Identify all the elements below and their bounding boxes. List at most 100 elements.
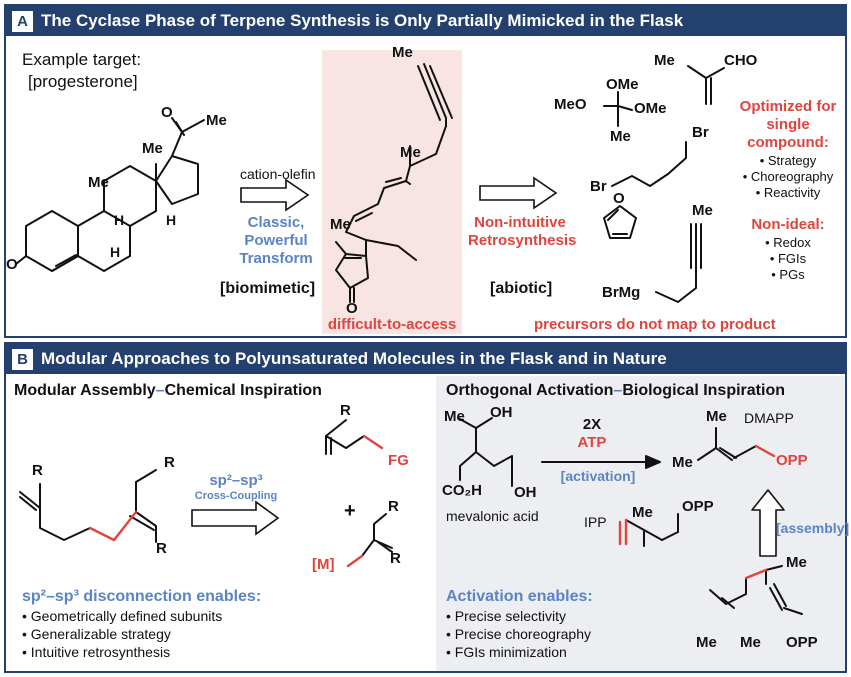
optimized-item-strategy: • Strategy [759, 153, 817, 168]
atom-me-ring: Me [330, 216, 351, 233]
atom-me-ipp: Me [632, 504, 653, 521]
atom-r-vinyl: R [340, 402, 351, 419]
nonideal-title: Non-ideal: [751, 216, 825, 233]
atom-me-acetyl: Me [206, 112, 227, 129]
atom-ome-top: OMe [606, 76, 639, 93]
disconnection-item-3: • Intuitive retrosynthesis [22, 644, 171, 660]
atom-metal: [M] [312, 556, 335, 573]
panel-a-badge: A [12, 10, 33, 32]
plus-sign: + [344, 500, 356, 522]
biological-section-background [436, 376, 845, 671]
atom-r-substrate-top: R [164, 454, 175, 471]
atom-cho: CHO [724, 52, 758, 69]
atom-h-c14: H [166, 212, 177, 228]
biomimetic-tag: [biomimetic] [220, 280, 316, 297]
atom-co2h: CO₂H [442, 482, 482, 499]
atom-me-alkyne-fragment: Me [692, 202, 713, 219]
ipp-label: IPP [584, 514, 607, 530]
atom-h-c9: H [110, 244, 121, 260]
optimized-line-1: Optimized for [739, 98, 837, 115]
activation-item-3: • FGIs minimization [446, 644, 567, 660]
difficult-to-access-label: difficult-to-access [327, 316, 457, 333]
activation-item-1: • Precise selectivity [446, 608, 567, 624]
activation-tag: [activation] [560, 468, 636, 484]
atom-opp-dmapp: OPP [776, 452, 808, 469]
transform-label: Transform [239, 250, 313, 267]
atom-oh-primary: OH [514, 484, 537, 501]
panel-b-title: Modular Approaches to Polyunsaturated Mo… [41, 349, 667, 368]
atom-me-dmapp-left: Me [672, 454, 693, 471]
activation-item-2: • Precise choreography [446, 626, 591, 642]
atom-opp-gpp: OPP [786, 634, 818, 651]
atom-me-c13: Me [142, 140, 163, 157]
activation-enables-title: Activation enables: [446, 588, 593, 605]
coupling-structures [19, 419, 393, 568]
atom-o-progesterone-left: O [6, 256, 18, 273]
optimized-item-choreography: • Choreography [742, 169, 834, 184]
mevalonic-acid-label: mevalonic acid [446, 508, 539, 524]
atom-me-orthoester: Me [610, 128, 631, 145]
atom-me-methacrolein: Me [654, 52, 675, 69]
powerful-label: Powerful [244, 232, 308, 249]
nonideal-item-pgs: • PGs [771, 267, 805, 282]
modular-assembly-heading: Modular Assembly–Chemical Inspiration [14, 382, 322, 399]
nonideal-item-fgis: • FGIs [769, 251, 807, 266]
progesterone-structure [15, 117, 205, 272]
orthogonal-activation-heading: Orthogonal Activation–Biological Inspira… [446, 382, 785, 399]
panel-a-header: A The Cyclase Phase of Terpene Synthesis… [6, 6, 845, 36]
cation-olefin-label: cation-olefin [240, 166, 316, 182]
retrosynthesis-label: Retrosynthesis [468, 232, 577, 249]
coupling-sublabel: Cross-Coupling [194, 490, 278, 502]
nonideal-item-redox: • Redox [765, 235, 811, 250]
atom-me-gpp-mid: Me [740, 634, 761, 651]
atom-r-alkenyl-top: R [388, 498, 399, 515]
example-target-label: Example target: [22, 50, 142, 69]
panel-b-badge: B [12, 348, 33, 370]
atom-o-enone: O [346, 300, 358, 317]
atom-me-alkyne: Me [392, 44, 413, 61]
abiotic-tag: [abiotic] [490, 280, 553, 297]
dmapp-label: DMAPP [744, 410, 794, 426]
atom-me-c10: Me [88, 174, 109, 191]
atom-r-alkenyl-bottom: R [390, 550, 401, 567]
atom-opp-ipp: OPP [682, 498, 714, 515]
atom-me-gpp-right: Me [786, 554, 807, 571]
atom-r-substrate-left: R [32, 462, 43, 479]
retrosynthesis-arrow [479, 176, 558, 210]
atom-me-dmapp-top: Me [706, 408, 727, 425]
two-x-label: 2X [582, 416, 602, 433]
intermediate-highlight [322, 50, 462, 334]
optimized-line-2: single [766, 116, 810, 133]
atom-r-substrate-bottom: R [156, 540, 167, 557]
atom-oh-tertiary: OH [490, 404, 513, 421]
assembly-tag: [assembly] [776, 520, 850, 536]
disconnection-item-1: • Geometrically defined subunits [22, 608, 223, 624]
atom-br-top: Br [692, 124, 709, 141]
disconnection-item-2: • Generalizable strategy [22, 626, 171, 642]
cation-olefin-arrow [240, 178, 310, 212]
optimized-line-3: compound: [747, 134, 829, 151]
atom-me-gpp-left: Me [696, 634, 717, 651]
panel-a: A The Cyclase Phase of Terpene Synthesis… [4, 4, 847, 338]
atom-h-c8: H [114, 212, 125, 228]
atom-o-furan: O [613, 190, 625, 207]
panel-b-header: B Modular Approaches to Polyunsaturated … [6, 344, 845, 374]
atom-me-olefin: Me [400, 144, 421, 161]
non-intuitive-label: Non-intuitive [474, 214, 566, 231]
atom-fg: FG [388, 452, 409, 469]
panel-a-title: The Cyclase Phase of Terpene Synthesis i… [41, 11, 684, 30]
panel-b: B Modular Approaches to Polyunsaturated … [4, 342, 850, 673]
atom-me-mevalonic: Me [444, 408, 465, 425]
coupling-label: sp²–sp³ [209, 472, 263, 489]
classic-label: Classic, [247, 214, 305, 231]
polyene-structure [335, 63, 453, 303]
optimized-item-reactivity: • Reactivity [755, 185, 821, 200]
atp-label: ATP [577, 434, 607, 451]
biosynthesis-structures [457, 417, 803, 615]
atom-ome-right: OMe [634, 100, 667, 117]
atom-br-left: Br [590, 178, 607, 195]
precursors-label: precursors do not map to product [534, 316, 776, 333]
atom-brmg: BrMg [602, 284, 641, 301]
panel-a-structures [15, 117, 205, 272]
example-target-name: [progesterone] [28, 72, 138, 91]
